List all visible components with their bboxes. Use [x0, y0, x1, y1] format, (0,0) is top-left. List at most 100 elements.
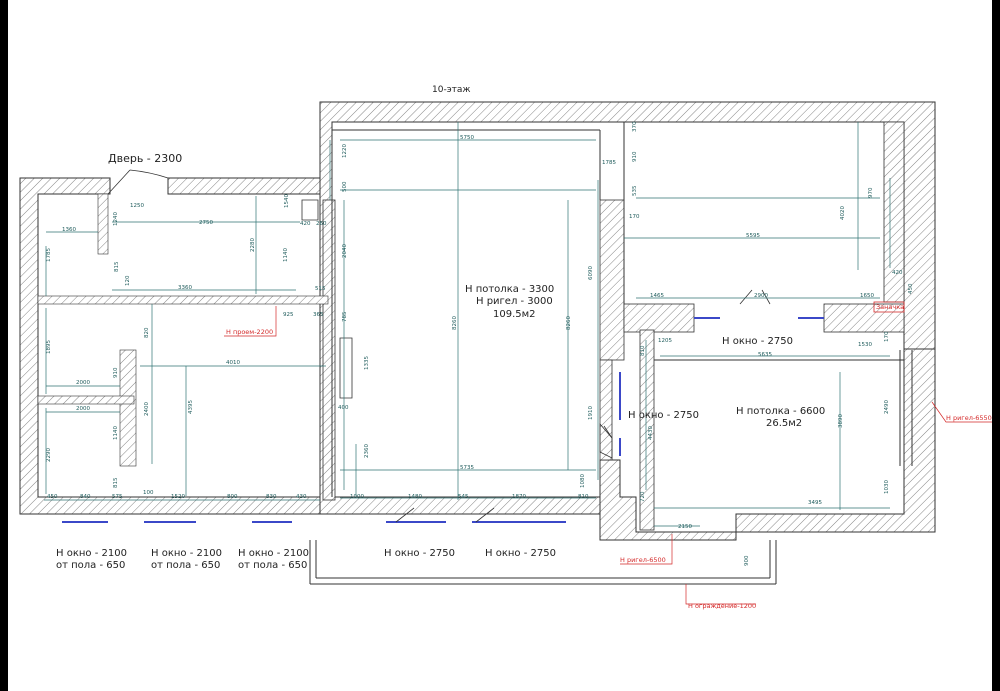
dim-text: 420: [300, 221, 311, 227]
dim-text: 5595: [746, 233, 760, 239]
dim-text: 1030: [884, 480, 890, 494]
dim-text: 1465: [650, 293, 664, 299]
wall-partition-5: [823, 303, 905, 333]
dim-text: 1220: [342, 144, 348, 158]
wall-main-block: [319, 101, 936, 515]
dim-text: 1785: [602, 160, 616, 166]
opening-height-label: Н проем-2200: [226, 328, 273, 336]
dim-text: 800: [227, 494, 238, 500]
dim-text: 4395: [188, 400, 194, 414]
dim-text: 1335: [364, 356, 370, 370]
dim-text: 810: [640, 345, 646, 356]
dimension-texts: 1250 1360 1240 2750 2280 1140 1785 815 3…: [46, 121, 914, 566]
dim-text: 4020: [840, 206, 846, 220]
window-label-1b: от пола - 650: [56, 560, 125, 571]
window-label-3b: от пола - 650: [238, 560, 307, 571]
main-ceiling-label: Н потолка - 3300: [465, 284, 554, 295]
wall-partition-1: [322, 199, 336, 501]
dim-text: 370: [632, 121, 638, 132]
fixture-corner: [599, 422, 613, 459]
wall-int-b: [37, 295, 329, 305]
wall-int-d: [37, 395, 135, 405]
dim-text: 420: [892, 270, 903, 276]
walls: [19, 101, 936, 541]
dim-text: 810: [578, 494, 589, 500]
dim-text: 3890: [838, 414, 844, 428]
dim-text: 6090: [588, 266, 594, 280]
beam-bottom-label: Н ригел-6500: [620, 556, 666, 564]
wall-int-c: [119, 349, 137, 467]
dim-text: 430: [296, 494, 307, 500]
dim-text: 2490: [884, 400, 890, 414]
window-label-1a: Н окно - 2100: [56, 548, 127, 559]
main-area-label: 109.5м2: [493, 309, 536, 320]
dim-text: 1785: [46, 248, 52, 262]
dim-text: 5635: [758, 352, 772, 358]
railing-height-label: Н ограждение-1200: [688, 602, 756, 610]
dim-text: 575: [112, 494, 123, 500]
dim-text: 2900: [754, 293, 768, 299]
dim-text: 1895: [46, 340, 52, 354]
window-label-3a: Н окно - 2100: [238, 548, 309, 559]
door-swings: [107, 169, 771, 523]
dim-text: 3360: [178, 285, 192, 291]
dim-text: 1240: [113, 212, 119, 226]
dim-text: 1520: [171, 494, 185, 500]
red-leaders: [224, 301, 992, 605]
right-ceiling-label: Н потолка - 6600: [736, 406, 825, 417]
dim-text: 500: [342, 181, 348, 192]
dim-text: 820: [144, 327, 150, 338]
drawing-sheet: 10-этаж Дверь - 2300 Н потолка - 3300 Н …: [8, 0, 992, 691]
dim-text: 830: [266, 494, 277, 500]
dim-text: 720: [640, 491, 646, 502]
radiator-label: Заначка: [876, 303, 904, 311]
dim-text: 2040: [342, 244, 348, 258]
dim-text: 815: [113, 477, 119, 488]
dim-text: 785: [342, 311, 348, 322]
dim-text: 2290: [46, 448, 52, 462]
dim-text: 840: [80, 494, 91, 500]
dim-text: 515: [315, 286, 326, 292]
dim-text: 365: [313, 312, 324, 318]
dim-text: 8260: [452, 316, 458, 330]
dim-text: 170: [884, 331, 890, 342]
dim-text: 450: [47, 494, 58, 500]
dim-text: 120: [125, 275, 131, 286]
wall-partition-2: [599, 199, 625, 361]
dim-text: 2750: [199, 220, 213, 226]
dim-text: 1480: [408, 494, 422, 500]
dim-text: 170: [629, 214, 640, 220]
dim-text: 5735: [460, 465, 474, 471]
dim-text: 450: [908, 283, 914, 294]
dim-text: 400: [338, 405, 349, 411]
dim-text: 1205: [658, 338, 672, 344]
dim-text: 1000: [350, 494, 364, 500]
fixture-tub: [339, 337, 353, 399]
dim-text: 4010: [226, 360, 240, 366]
dim-text: 1360: [62, 227, 76, 233]
wall-right-block: [599, 348, 936, 541]
dim-text: 4430: [648, 426, 654, 440]
door-label: Дверь - 2300: [108, 152, 182, 165]
dim-text: 1540: [284, 194, 290, 208]
dim-text: 2400: [144, 402, 150, 416]
dim-text: 545: [458, 494, 469, 500]
dim-text: 1140: [113, 426, 119, 440]
dim-text: 5750: [460, 135, 474, 141]
window-label-5: Н окно - 2750: [485, 548, 556, 559]
dim-text: 1080: [580, 474, 586, 488]
wall-int-a: [97, 193, 109, 255]
dim-text: 1250: [130, 203, 144, 209]
dim-text: 260: [316, 221, 327, 227]
right-area-label: 26.5м2: [766, 418, 802, 429]
dim-text: 970: [868, 187, 874, 198]
dim-text: 910: [632, 151, 638, 162]
dim-text: 1140: [283, 248, 289, 262]
dim-text: 900: [744, 555, 750, 566]
dimension-lines: [44, 122, 891, 527]
wall-partition-3: [599, 359, 613, 461]
window-label-6: Н окно - 2750: [722, 336, 793, 347]
dim-text: 1910: [588, 406, 594, 420]
windows: [62, 317, 824, 523]
main-beam-label: Н ригел - 3000: [476, 296, 553, 307]
